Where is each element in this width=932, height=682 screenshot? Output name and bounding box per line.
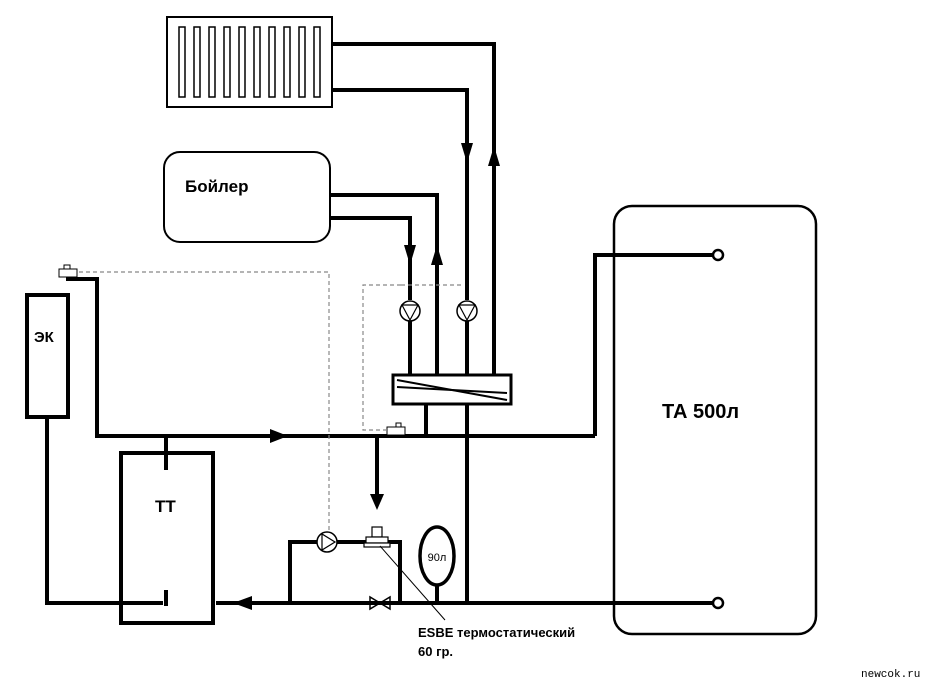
heat-exchanger [391,373,513,406]
electric-boiler-label: ЭК [34,329,55,346]
esbe-annotation-line1: ESBE термостатический [418,625,575,640]
sensor-ek [58,264,78,278]
boiler: Бойлер [163,151,331,243]
pump-boiler [399,300,421,322]
pump-main [316,531,338,553]
tank-top-nozzle [711,248,725,262]
radiator-icon [178,26,321,98]
pump-radiator [456,300,478,322]
tank-bottom-nozzle [711,596,725,610]
arrow-up-icon [431,245,443,265]
esbe-annotation-line2: 60 гр. [418,644,453,659]
arrow-up-icon [488,146,500,166]
check-valve [369,595,391,611]
sensor-supply [386,422,406,436]
watermark: newcok.ru [861,669,920,681]
main-pipes [45,42,715,606]
electric-boiler: ЭК [25,293,70,419]
esbe-leader-line [379,545,446,621]
control-wiring [79,271,461,530]
radiator [166,16,333,108]
heat-accumulator-label: ТА 500л [662,401,739,423]
flow-arrows [233,143,500,610]
arrow-down-icon [370,494,384,510]
arrow-right-icon [270,429,288,443]
boiler-label: Бойлер [185,177,248,196]
expansion-tank-label: 90л [428,552,447,564]
arrow-left-icon [233,596,252,610]
heat-accumulator: ТА 500л [612,204,818,636]
arrow-down-icon [461,143,473,163]
arrow-down-icon [404,245,416,265]
solid-fuel-boiler-label: ТТ [155,497,176,516]
expansion-tank: 90л [418,525,456,587]
esbe-valve [363,526,391,548]
